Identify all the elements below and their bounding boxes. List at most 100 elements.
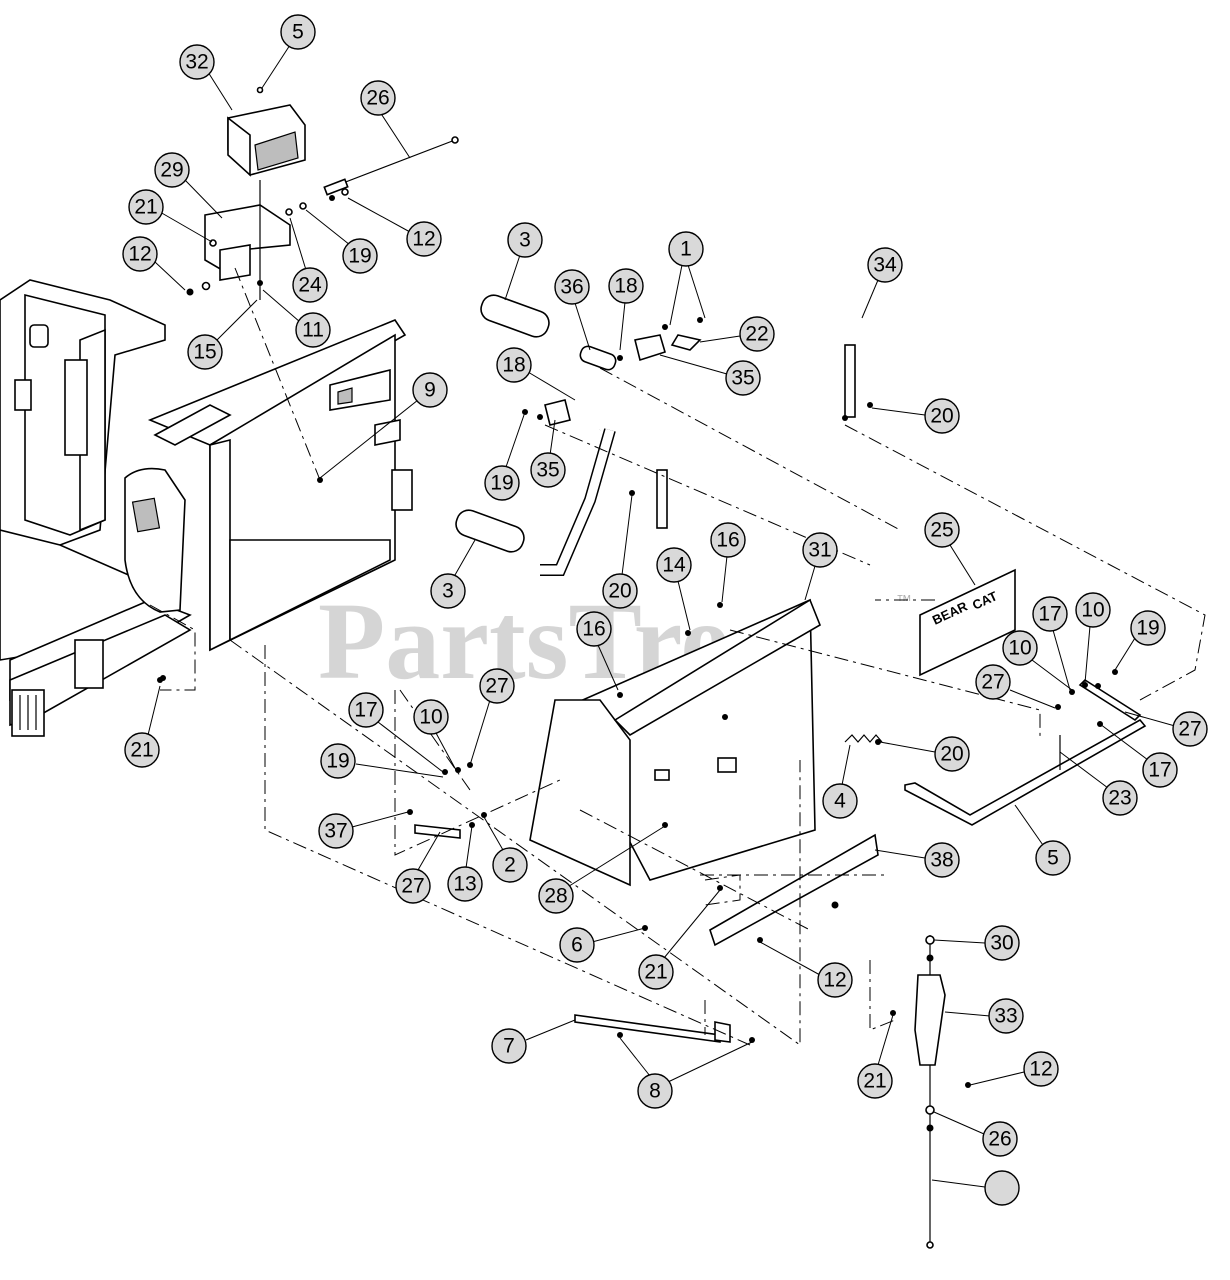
svg-text:21: 21	[134, 196, 157, 219]
callout-10-left: 19	[320, 743, 444, 779]
svg-text:17: 17	[1038, 603, 1061, 626]
callout-19-mid: 19	[484, 414, 525, 501]
callout-11: 11	[262, 289, 331, 348]
svg-text:21: 21	[863, 1070, 886, 1093]
svg-text:21: 21	[644, 961, 667, 984]
svg-text:3: 3	[442, 580, 454, 603]
callout-29: 29	[154, 152, 223, 219]
callout-3-mid: 3	[430, 539, 476, 609]
svg-text:31: 31	[808, 539, 831, 562]
svg-text:16: 16	[716, 529, 739, 552]
callout-25: 25	[924, 512, 976, 586]
callout-9: 9	[319, 372, 448, 479]
callout-5-top: 5	[261, 14, 316, 89]
svg-text:22: 22	[745, 323, 768, 346]
svg-text:6: 6	[571, 934, 583, 957]
callout-33: 7	[491, 1019, 576, 1064]
side-panel	[529, 598, 821, 887]
callout-26-top: 26	[360, 80, 411, 159]
callout-2: 28	[538, 825, 666, 914]
callout-10-right-top: 10	[1075, 592, 1111, 684]
svg-text:2: 2	[504, 854, 516, 877]
callout-19-left: 37	[318, 811, 409, 849]
svg-text:38: 38	[930, 849, 953, 872]
callout-12-right-top: 30	[933, 925, 1020, 961]
callout-30: 33	[944, 998, 1024, 1034]
spacer-36	[579, 345, 617, 371]
callout-19-right: 19	[1114, 610, 1166, 671]
svg-text:12: 12	[128, 243, 151, 266]
svg-text:9: 9	[424, 379, 436, 402]
svg-text:7: 7	[503, 1035, 515, 1058]
cable-top	[323, 136, 459, 196]
svg-text:12: 12	[412, 228, 435, 251]
svg-text:20: 20	[930, 405, 953, 428]
callout-16-mid: 16	[576, 611, 619, 691]
svg-text:5: 5	[292, 21, 304, 44]
svg-text:18: 18	[502, 354, 525, 377]
svg-text:33: 33	[994, 1005, 1017, 1028]
callout-17-far-right: 17	[1099, 723, 1178, 788]
svg-text:32: 32	[185, 51, 208, 74]
svg-text:23: 23	[1108, 787, 1131, 810]
callout-28: 38	[874, 842, 960, 878]
svg-text:14: 14	[662, 554, 686, 577]
callout-24: 24	[289, 217, 328, 303]
chute-guard	[124, 467, 186, 613]
svg-text:4: 4	[834, 790, 846, 813]
svg-text:20: 20	[940, 743, 963, 766]
svg-text:20: 20	[608, 580, 631, 603]
handle	[540, 299, 890, 576]
callout-6: 21	[638, 889, 721, 990]
svg-text:21: 21	[130, 739, 153, 762]
callout-35-top: 35	[659, 354, 761, 396]
svg-text:10: 10	[1008, 637, 1031, 660]
callout-37: 27	[395, 831, 441, 904]
callout-10-right-mid: 10	[1002, 630, 1073, 691]
callout-23: 23	[1059, 751, 1138, 816]
svg-text:27: 27	[1178, 718, 1201, 741]
svg-text:15: 15	[193, 341, 216, 364]
callout-36: 36	[554, 269, 591, 351]
control-module	[227, 104, 306, 177]
svg-text:19: 19	[490, 472, 513, 495]
callout-20-mid: 20	[602, 494, 638, 609]
svg-text:26: 26	[366, 87, 389, 110]
svg-text:35: 35	[536, 459, 559, 482]
control-bracket	[204, 180, 291, 300]
svg-text:5: 5	[1047, 847, 1059, 870]
svg-text:19: 19	[348, 245, 371, 268]
callout-12-right-bottom: 26	[933, 1111, 1018, 1157]
callout-17-mid: 17	[348, 692, 444, 773]
callout-27-lower: 13	[447, 825, 483, 902]
callout-27-right: 27	[975, 664, 1056, 709]
svg-text:10: 10	[419, 706, 442, 729]
spring	[844, 734, 883, 743]
callout-20-lower: 20	[879, 736, 970, 772]
svg-text:17: 17	[1148, 759, 1171, 782]
svg-text:12: 12	[1029, 1058, 1052, 1081]
svg-text:29: 29	[160, 159, 183, 182]
svg-text:19: 19	[326, 750, 349, 773]
watermark-trademark: ™	[896, 593, 912, 610]
callout-31: 31	[802, 532, 838, 601]
callout-14: 14	[656, 547, 692, 631]
callouts: 5 32 26 29 21 12 19 12 24 11 15 3 36 18 …	[122, 14, 1208, 1206]
callout-16-top: 16	[710, 522, 746, 603]
svg-text:19: 19	[1136, 617, 1159, 640]
svg-text:37: 37	[324, 820, 347, 843]
callout-18-mid: 18	[496, 347, 576, 401]
svg-text:35: 35	[731, 367, 754, 390]
svg-text:25: 25	[930, 519, 953, 542]
callout-21-left: 21	[124, 685, 161, 768]
svg-text:24: 24	[298, 274, 322, 297]
rails	[414, 678, 1147, 1043]
svg-text:26: 26	[988, 1128, 1011, 1151]
callout-20-right: 20	[871, 398, 960, 434]
svg-text:12: 12	[823, 969, 846, 992]
callout-10-mid: 10	[413, 699, 457, 771]
svg-text:11: 11	[302, 319, 324, 342]
callout-8: 21	[857, 1014, 894, 1099]
callout-12-top: 12	[347, 197, 442, 257]
